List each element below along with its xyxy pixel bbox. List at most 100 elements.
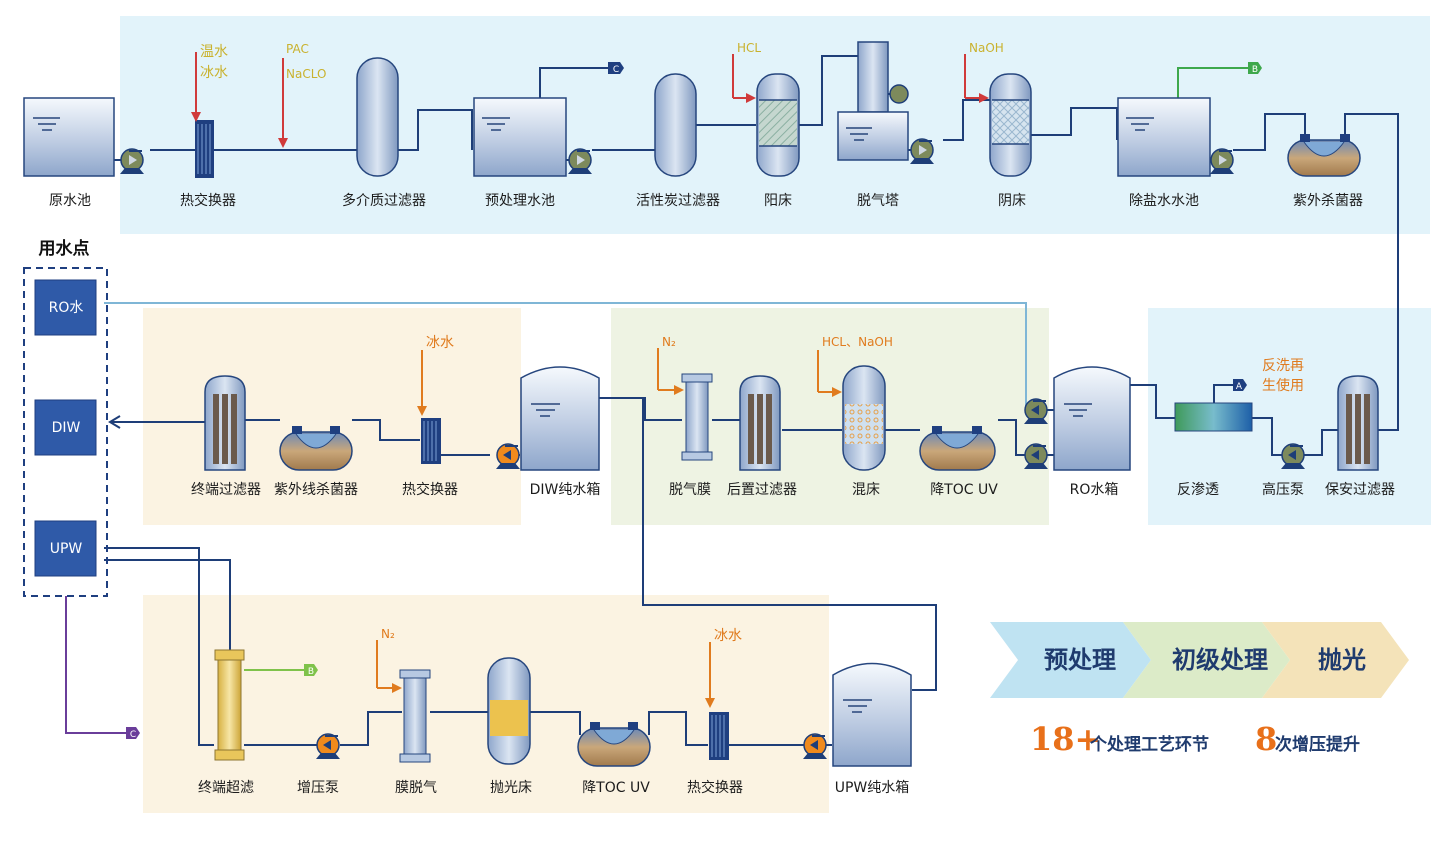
anion-bed: NaOH 阴床 <box>964 41 1032 209</box>
pump-icon <box>910 138 934 164</box>
naclo-label: NaCLO <box>286 67 326 81</box>
connector-label: C <box>613 65 619 75</box>
booster-pump: 增压泵 <box>297 733 340 796</box>
carbon-filter: 活性炭过滤器 <box>636 73 720 209</box>
final-ultrafiltration: B 终端超滤 <box>198 649 318 796</box>
membrane-degas-label: 膜脱气 <box>395 780 437 796</box>
degas-membrane-1-label: 脱气膜 <box>669 482 711 498</box>
pac-dosing-line: PAC NaCLO <box>278 42 326 148</box>
diw-tank: DIW纯水箱 <box>520 366 601 498</box>
multimedia-filter-label: 多介质过滤器 <box>342 192 426 209</box>
demin-pool-label: 除盐水水池 <box>1129 193 1199 209</box>
post-filter: 后置过滤器 <box>727 375 797 498</box>
booster-pump-label: 增压泵 <box>297 780 339 796</box>
mixed-bed-label: 混床 <box>852 482 880 498</box>
degas-tower: 脱气塔 <box>837 41 909 209</box>
demineralized-water-pool: 除盐水水池 <box>1117 97 1211 209</box>
uv-sterilizer-2: 紫外线杀菌器 <box>274 426 358 498</box>
point-ro: RO水 <box>49 300 84 316</box>
connector-c-icon: C <box>608 62 624 75</box>
polish-bed-label: 抛光床 <box>490 780 532 796</box>
connector-c-icon <box>126 727 140 739</box>
cation-bed: HCL 阳床 <box>732 41 800 209</box>
ro-tank: RO水箱 <box>1053 366 1131 498</box>
pump-icon <box>1210 148 1234 174</box>
membrane-degas: N₂ 膜脱气 <box>376 627 437 796</box>
post-filter-label: 后置过滤器 <box>727 482 797 498</box>
raw-pool-label: 原水池 <box>49 193 91 209</box>
pac-label: PAC <box>286 42 309 56</box>
uv-sterilizer-2-label: 紫外线杀菌器 <box>274 482 358 498</box>
upw-tank-label: UPW纯水箱 <box>835 780 910 796</box>
degas-tower-label: 脱气塔 <box>857 193 899 209</box>
connector-b-icon: B <box>1248 62 1262 75</box>
toc-uv-2-label: 降TOC UV <box>582 780 650 796</box>
multimedia-filter: 多介质过滤器 <box>342 57 426 209</box>
primary-zone <box>611 308 1049 525</box>
cation-bed-label: 阳床 <box>764 193 792 209</box>
anion-bed-label: 阴床 <box>998 193 1026 209</box>
hcl-naoh-label: HCL、NaOH <box>822 335 893 349</box>
toc-uv-1-label: 降TOC UV <box>930 482 998 498</box>
pump-icon <box>496 443 520 469</box>
high-pressure-pump: 高压泵 <box>1262 443 1305 498</box>
security-filter: 保安过滤器 <box>1325 375 1395 498</box>
reverse-osmosis-label: 反渗透 <box>1177 482 1219 498</box>
upw-tank: UPW纯水箱 <box>832 662 912 796</box>
heat-exchanger-label: 热交换器 <box>180 192 236 209</box>
connector-label: B <box>1252 65 1258 75</box>
n2-2-label: N₂ <box>381 627 395 641</box>
stat-boost-text: 次增压提升 <box>1275 734 1360 755</box>
connector-label: B <box>308 667 314 677</box>
stage-polish: 抛光 <box>1318 646 1366 674</box>
pump-icon <box>1281 443 1305 469</box>
degas-membrane-1: N₂ 脱气膜 <box>657 335 713 498</box>
toc-uv-2: 降TOC UV <box>577 722 651 796</box>
carbon-filter-label: 活性炭过滤器 <box>636 193 720 209</box>
heat-exchanger-2-label: 热交换器 <box>402 481 458 498</box>
pipes <box>65 55 1399 746</box>
pump-icon <box>1024 443 1048 469</box>
connector-label: C <box>130 730 136 740</box>
pump-icon <box>568 148 592 174</box>
final-filter-1-label: 终端过滤器 <box>191 482 261 498</box>
stat-count-number: 18+ <box>1030 720 1101 758</box>
final-filter-1: 终端过滤器 <box>191 375 261 498</box>
uv-sterilizer-1-label: 紫外杀菌器 <box>1293 193 1363 209</box>
reverse-osmosis: A 反渗透 <box>1174 379 1253 498</box>
stage-arrows: 预处理 初级处理 抛光 <box>990 622 1409 698</box>
raw-water-pool: 原水池 <box>23 97 115 209</box>
stat-count-text: 个处理工艺环节 <box>1089 734 1209 755</box>
point-upw: UPW <box>50 541 83 557</box>
mixed-bed: HCL、NaOH 混床 <box>817 335 893 498</box>
points-of-use: 用水点 RO水 DIW UPW <box>23 238 108 597</box>
hp-pump-label: 高压泵 <box>1262 481 1304 498</box>
heat-exchanger-3-label: 热交换器 <box>687 779 743 796</box>
stat-boost-number: 8 <box>1255 720 1277 758</box>
n2-label: N₂ <box>662 335 676 349</box>
point-diw: DIW <box>52 420 81 436</box>
ice-water-3-label: 冰水 <box>714 628 742 644</box>
uv-sterilizer-1: 紫外杀菌器 <box>1287 134 1363 209</box>
security-filter-label: 保安过滤器 <box>1325 482 1395 498</box>
connector-label: A <box>1236 382 1243 392</box>
points-of-use-title: 用水点 <box>39 238 90 259</box>
ro-tank-label: RO水箱 <box>1070 482 1119 498</box>
stats: 18+ 个处理工艺环节 8 次增压提升 <box>1030 720 1360 758</box>
pretreatment-pool: 预处理水池 <box>473 97 567 209</box>
heat-exchanger-2: 冰水 热交换器 <box>402 335 458 498</box>
hcl-label: HCL <box>737 41 761 55</box>
heat-exchanger-icon: 温水 冰水 热交换器 <box>180 44 236 209</box>
pump-icon <box>316 733 340 759</box>
final-uf-label: 终端超滤 <box>198 780 254 796</box>
naoh-label: NaOH <box>969 41 1004 55</box>
pump-icon <box>1024 398 1048 424</box>
warm-water-label: 温水 <box>200 44 228 60</box>
toc-uv-1: 降TOC UV <box>919 426 998 498</box>
backwash-label-1: 反洗再 <box>1262 358 1304 374</box>
ice-water-label: 冰水 <box>200 65 228 81</box>
ice-water-2-label: 冰水 <box>426 335 454 351</box>
pump-icon <box>803 733 827 759</box>
diw-tank-label: DIW纯水箱 <box>530 482 601 498</box>
